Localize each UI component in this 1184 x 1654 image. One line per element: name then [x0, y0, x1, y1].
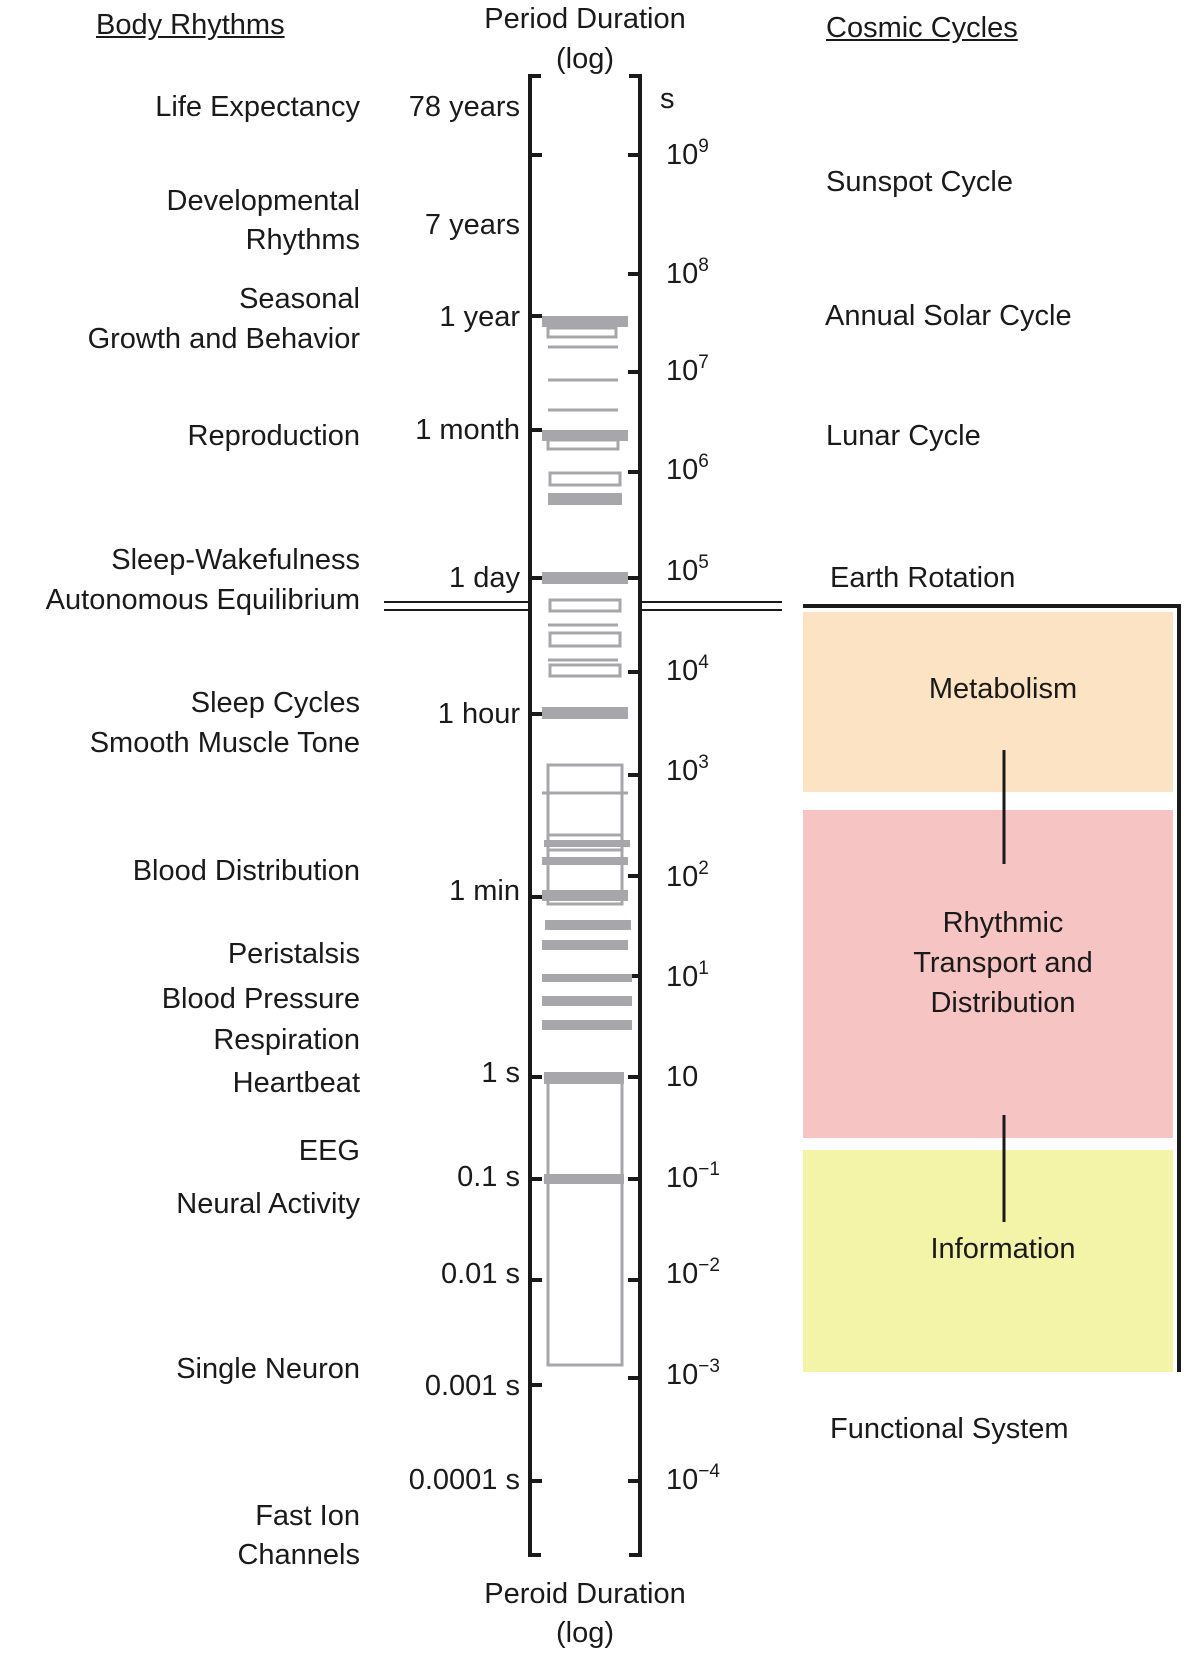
- cosmic-earth-rotation: Earth Rotation: [830, 562, 1016, 594]
- rhythm-heartbeat: Heartbeat: [232, 1067, 360, 1099]
- seconds-unit-label: s: [660, 83, 675, 115]
- rhythm-life-expectancy: Life Expectancy: [155, 91, 360, 123]
- rhythm-single-neuron: Single Neuron: [176, 1353, 360, 1385]
- band-information: [803, 1150, 1173, 1372]
- rhythm-blood-pressure: Blood Pressure: [161, 983, 360, 1015]
- rhythm-bar-12: [542, 1020, 632, 1030]
- duration-0.0001-s: 0.0001 s: [408, 1464, 520, 1496]
- band-label-metabolism: Metabolism: [928, 673, 1078, 705]
- rhythm-bar-2: [548, 493, 622, 505]
- log-tick-1e7: 107: [666, 352, 709, 387]
- rhythm-fast-ion-channels: Fast Ion: [255, 1500, 360, 1532]
- log-tick-1e6: 106: [666, 451, 709, 486]
- duration-0.001-s: 0.001 s: [424, 1370, 520, 1402]
- band-label-rhythmic: Rhythmic: [942, 907, 1064, 939]
- duration-78-years: 78 years: [408, 91, 520, 123]
- rhythm-eeg: EEG: [298, 1135, 360, 1167]
- rhythm-range-box-6: [546, 763, 624, 852]
- functional-system-title: Functional System: [830, 1413, 1069, 1445]
- cosmic-sunspot-cycle: Sunspot Cycle: [826, 166, 1013, 198]
- rhythm-sleep-cycles: Sleep Cycles: [190, 687, 360, 719]
- period-duration-bottom-heading: Peroid Duration: [484, 1578, 686, 1610]
- rhythm-neural-activity: Neural Activity: [176, 1188, 360, 1220]
- cosmic-lunar-cycle: Lunar Cycle: [826, 420, 981, 452]
- band-label-distribution: Distribution: [930, 987, 1076, 1019]
- duration-7-years: 7 years: [424, 209, 520, 241]
- rhythm-sleep-wakefulness: Sleep-Wakefulness: [111, 544, 360, 576]
- duration-1-min: 1 min: [449, 875, 520, 907]
- cosmic-cycles-heading: Cosmic Cycles: [826, 12, 1018, 44]
- rhythm-range-box-8: [546, 1073, 624, 1367]
- rhythm-bar-5: [544, 840, 630, 847]
- log-tick-1e1: 101: [666, 958, 709, 993]
- log-tick-1e9: 109: [666, 136, 709, 171]
- log-tick-1e-1: 10−1: [666, 1159, 720, 1194]
- period-duration-top-log: (log): [555, 43, 615, 75]
- rhythm-blood-distribution: Blood Distribution: [132, 855, 360, 887]
- rhythm-range-box-0: [546, 326, 618, 339]
- log-tick-1e-4: 10−4: [666, 1461, 720, 1496]
- rhythm-bar-7: [542, 890, 628, 901]
- duration-1-day: 1 day: [449, 562, 520, 594]
- log-tick-1e8: 108: [666, 255, 709, 290]
- functional-system-bracket: [803, 604, 1181, 1372]
- rhythm-bar-1: [542, 430, 628, 441]
- rhythm-bar-4: [542, 707, 628, 719]
- period-duration-bottom-log: (log): [555, 1617, 615, 1649]
- log-tick-1e-3: 10−3: [666, 1356, 720, 1391]
- rhythm-bar-8: [545, 920, 631, 930]
- log-tick-1e5: 105: [666, 552, 709, 587]
- log-tick-1e-2: 10−2: [666, 1255, 720, 1290]
- duration-1-hour: 1 hour: [437, 698, 520, 730]
- cosmic-annual-solar-cycle: Annual Solar Cycle: [825, 300, 1072, 332]
- rhythm-peristalsis: Peristalsis: [227, 938, 360, 970]
- rhythm-autonomous-equilibrium: Autonomous Equilibrium: [45, 584, 360, 616]
- band-label-information: Information: [930, 1233, 1076, 1265]
- rhythm-bar-0: [542, 316, 628, 327]
- duration-1-month: 1 month: [415, 414, 520, 446]
- band-metabolism: [803, 612, 1173, 792]
- log-tick-10: 10: [666, 1061, 699, 1093]
- rhythm-respiration: Respiration: [213, 1024, 360, 1056]
- rhythm-range-box-5: [548, 663, 622, 678]
- rhythm-bar-9: [542, 940, 628, 950]
- rhythm-developmental-line2: Rhythms: [245, 224, 360, 256]
- rhythm-range-box-3: [548, 598, 622, 613]
- rhythm-smooth-muscle-tone: Smooth Muscle Tone: [89, 727, 360, 759]
- rhythm-range-box-4: [548, 631, 622, 648]
- period-duration-top-heading: Period Duration: [484, 3, 686, 35]
- duration-0.01-s: 0.01 s: [441, 1258, 520, 1290]
- rhythm-bar-3: [542, 572, 628, 584]
- rhythm-fast-ion-channels-line2: Channels: [237, 1539, 360, 1571]
- rhythm-seasonal-line2: Growth and Behavior: [87, 323, 360, 355]
- rhythm-seasonal: Seasonal: [239, 283, 360, 315]
- log-tick-1e3: 103: [666, 752, 709, 787]
- rhythm-bar-11: [542, 996, 632, 1006]
- duration-1-s: 1 s: [481, 1057, 520, 1089]
- rhythm-bar-6: [542, 857, 628, 865]
- rhythm-range-box-7: [546, 833, 624, 906]
- log-tick-1e2: 102: [666, 858, 709, 893]
- rhythm-range-box-2: [548, 471, 622, 487]
- band-rhythmic-transport: [803, 810, 1173, 1138]
- body-rhythms-heading: Body Rhythms: [96, 9, 285, 41]
- band-label-transport-and: Transport and: [913, 947, 1093, 979]
- rhythm-reproduction: Reproduction: [187, 420, 361, 452]
- rhythm-developmental: Developmental: [166, 185, 360, 217]
- duration-1-year: 1 year: [439, 301, 520, 333]
- rhythm-bar-10: [542, 974, 632, 982]
- log-tick-1e4: 104: [666, 652, 709, 687]
- rhythm-bar-14: [544, 1174, 624, 1184]
- rhythm-range-box-1: [546, 438, 620, 451]
- duration-0.1-s: 0.1 s: [457, 1161, 520, 1193]
